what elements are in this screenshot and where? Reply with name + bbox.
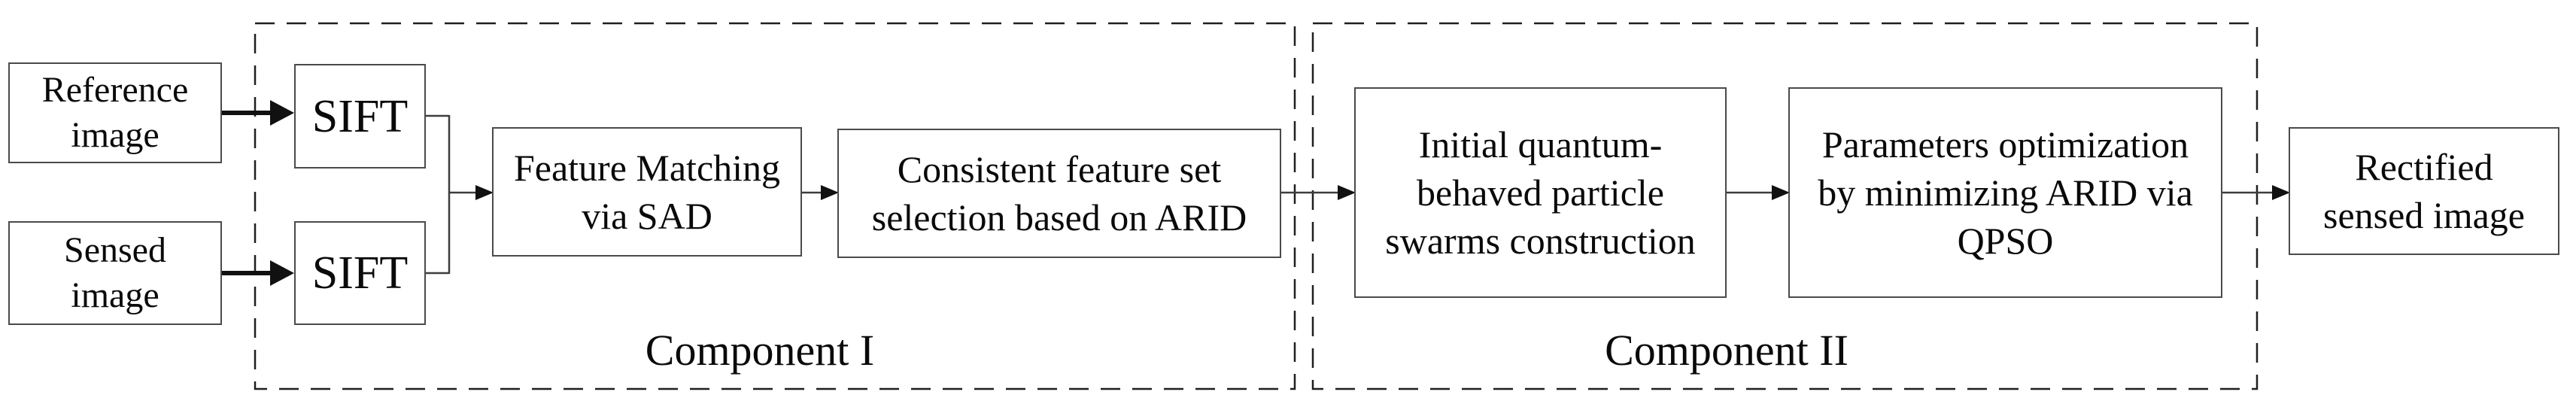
swarm-construction-line1: Initial quantum- [1418,123,1663,166]
consistent-selection-line1: Consistent feature set [897,148,1222,190]
arrow-sensed-to-sift-icon [222,260,294,286]
rectified-image-line2: sensed image [2323,194,2525,236]
arrow-consistent-to-swarms-icon [1281,185,1356,200]
component2-dashed-border [1311,22,2259,390]
sift-merge-connector [426,114,451,275]
swarm-construction-box: Initial quantum- behaved particle swarms… [1354,87,1727,298]
arrow-merge-to-feature-matching-icon [449,185,494,200]
feature-matching-line1: Feature Matching [513,147,781,189]
arrow-swarms-to-qpso-icon [1727,185,1790,200]
component1-label: Component I [645,326,875,375]
swarm-construction-line3: swarms construction [1385,220,1696,262]
parameter-optimization-line1: Parameters optimization [1821,123,2189,166]
rectified-image-box: Rectified sensed image [2289,127,2559,255]
reference-image-line2: image [71,115,159,155]
reference-image-line1: Reference [41,70,189,110]
feature-matching-line2: via SAD [582,195,712,237]
sensed-image-line2: image [71,275,159,315]
sift-top-box: SIFT [294,64,426,169]
parameter-optimization-line3: QPSO [1957,220,2054,262]
consistent-selection-line2: selection based on ARID [871,196,1247,238]
arrow-qpso-to-rectified-icon [2222,185,2290,200]
feature-matching-box: Feature Matching via SAD [492,127,802,257]
consistent-selection-box: Consistent feature set selection based o… [837,129,1281,258]
sift-bottom-box: SIFT [294,221,426,325]
swarm-construction-line2: behaved particle [1417,172,1664,214]
parameter-optimization-line2: by minimizing ARID via [1818,172,2193,214]
sift-top-label: SIFT [311,90,409,142]
sensed-image-box: Sensed image [8,221,222,325]
arrow-reference-to-sift-icon [222,100,294,126]
reference-image-box: Reference image [8,62,222,163]
component1-dashed-border [254,22,1296,390]
sensed-image-line1: Sensed [64,230,166,270]
arrow-feature-to-consistent-icon [802,185,839,200]
component2-label: Component II [1605,326,1848,375]
parameter-optimization-box: Parameters optimization by minimizing AR… [1788,87,2222,298]
sift-bottom-label: SIFT [311,248,409,299]
rectified-image-line1: Rectified [2355,146,2493,188]
